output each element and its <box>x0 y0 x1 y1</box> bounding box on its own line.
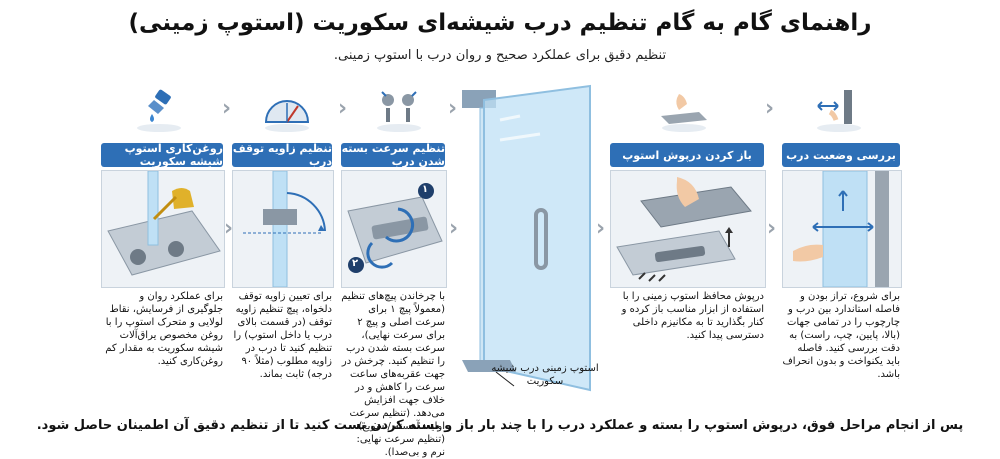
chevron-right-icon: › <box>448 96 458 121</box>
chevron-right-icon: › <box>224 216 234 241</box>
step-description-check-door: برای شروع، تراز بودن و فاصله استاندارد ب… <box>782 291 900 380</box>
step-marker-2: ۲ <box>352 258 359 269</box>
chevron-right-icon: › <box>765 96 775 121</box>
page-subtitle: تنظیم دقیق برای عملکرد صحیح و روان درب ب… <box>333 48 667 63</box>
screws-icon <box>370 86 428 134</box>
step-image-closing-speed: ۱ ۲ <box>341 170 447 288</box>
chevron-right-icon: › <box>767 216 777 241</box>
chevron-right-icon: › <box>449 216 459 241</box>
footer-note: پس از انجام مراحل فوق، درپوش استوپ را بس… <box>36 418 964 433</box>
hand-cover-icon <box>655 86 713 134</box>
step-description-open-cover: درپوش محافظ استوپ زمینی را با استفاده از… <box>621 291 764 341</box>
step-label-stop-angle: تنظیم زاویه توقف درب <box>232 142 332 168</box>
step-description-oiling: برای عملکرد روان و جلوگیری از فرسایش، نق… <box>105 291 223 367</box>
door-callout: استوپ زمینی درب شیشه سکوریت <box>491 363 599 387</box>
step-description-stop-angle: برای تعیین زاویه توقف دلخواه، پیچ تنظیم … <box>233 291 333 380</box>
page-title: راهنمای گام به گام تنظیم درب شیشه‌ای سکو… <box>128 10 872 36</box>
chevron-right-icon: › <box>596 216 606 241</box>
chevron-right-icon: › <box>338 96 348 121</box>
step-description-closing-speed: با چرخاندن پیچ‌های تنظیم (معمولاً پیچ ۱ … <box>341 291 445 458</box>
step-image-check-door <box>782 170 902 288</box>
step-image-oiling <box>101 170 225 288</box>
level-check-icon <box>810 86 868 134</box>
step-label-open-cover: باز کردن درپوش استوپ <box>610 143 764 167</box>
step-label-closing-speed: تنظیم سرعت بسته شدن درب <box>341 142 445 168</box>
protractor-icon <box>258 86 316 134</box>
chevron-right-icon: › <box>222 96 232 121</box>
step-label-oiling: روغن‌کاری استوپ شیشه سکوریت <box>101 142 223 168</box>
step-image-open-cover <box>610 170 766 288</box>
step-marker-1: ۱ <box>422 184 429 195</box>
step-label-check-door: بررسی وضعیت درب <box>782 143 900 167</box>
door-illustration <box>440 80 600 410</box>
step-image-stop-angle <box>232 170 334 288</box>
oil-drop-icon <box>130 86 188 134</box>
